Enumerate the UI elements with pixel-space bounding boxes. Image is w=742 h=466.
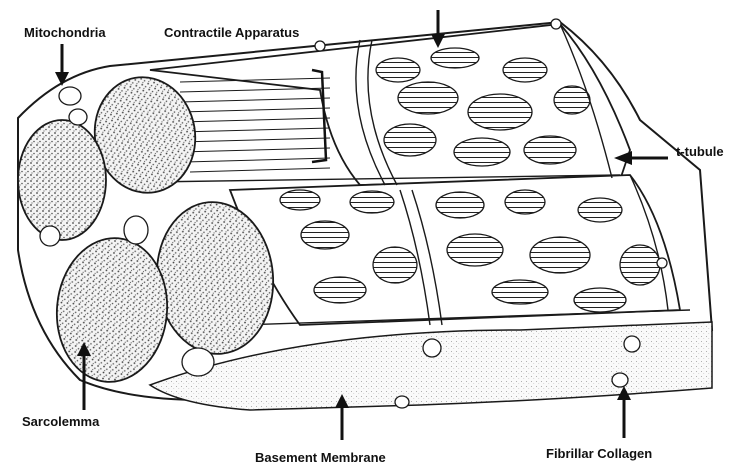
label-t-tubule: t-tubule	[676, 144, 724, 159]
label-fibrillar-collagen: Fibrillar Collagen	[546, 446, 652, 461]
label-contractile-apparatus: Contractile Apparatus	[164, 25, 299, 40]
label-sarcolemma: Sarcolemma	[22, 414, 99, 429]
label-basement-membrane: Basement Membrane	[255, 450, 386, 465]
label-mitochondria: Mitochondria	[24, 25, 106, 40]
